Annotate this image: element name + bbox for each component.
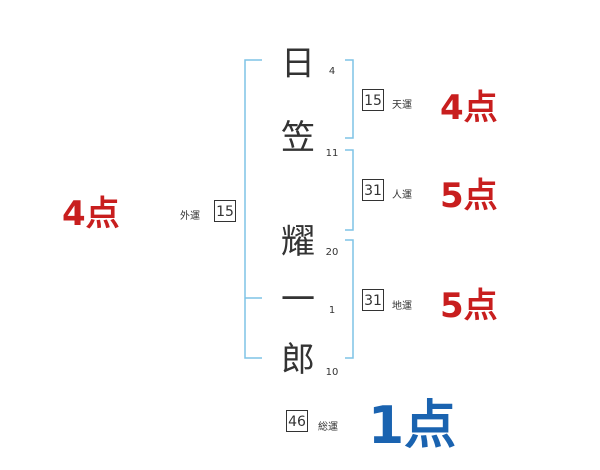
chi-un-score: 5点 xyxy=(440,286,498,326)
stroke-count-2: 11 xyxy=(325,148,339,159)
gai-un-value: 15 xyxy=(214,200,236,222)
bracket-person xyxy=(345,149,354,231)
so-un-score: 1点 xyxy=(368,396,457,456)
bracket-heaven xyxy=(345,59,354,139)
bracket-earth xyxy=(345,239,354,359)
ten-un-score: 4点 xyxy=(440,88,498,128)
stroke-count-4: 1 xyxy=(328,305,336,316)
ten-un-value: 15 xyxy=(362,89,384,111)
stroke-count-1: 4 xyxy=(328,66,336,77)
so-un-label: 総運 xyxy=(318,422,338,433)
chi-un-value: 31 xyxy=(362,289,384,311)
jin-un-score: 5点 xyxy=(440,176,498,216)
stroke-count-5: 10 xyxy=(325,367,339,378)
stroke-count-3: 20 xyxy=(325,247,339,258)
name-char-3: 耀 xyxy=(281,222,315,262)
jin-un-label: 人運 xyxy=(392,190,412,201)
outer-left-bracket xyxy=(244,59,262,359)
gai-un-label: 外運 xyxy=(180,211,200,222)
name-char-5: 郎 xyxy=(281,340,315,380)
ten-un-label: 天運 xyxy=(392,100,412,111)
so-un-value: 46 xyxy=(286,410,308,432)
jin-un-value: 31 xyxy=(362,179,384,201)
name-char-2: 笠 xyxy=(281,118,315,158)
chi-un-label: 地運 xyxy=(392,301,412,312)
name-char-4: 一 xyxy=(281,280,315,320)
name-char-1: 日 xyxy=(281,44,315,84)
gai-un-score: 4点 xyxy=(62,194,120,234)
